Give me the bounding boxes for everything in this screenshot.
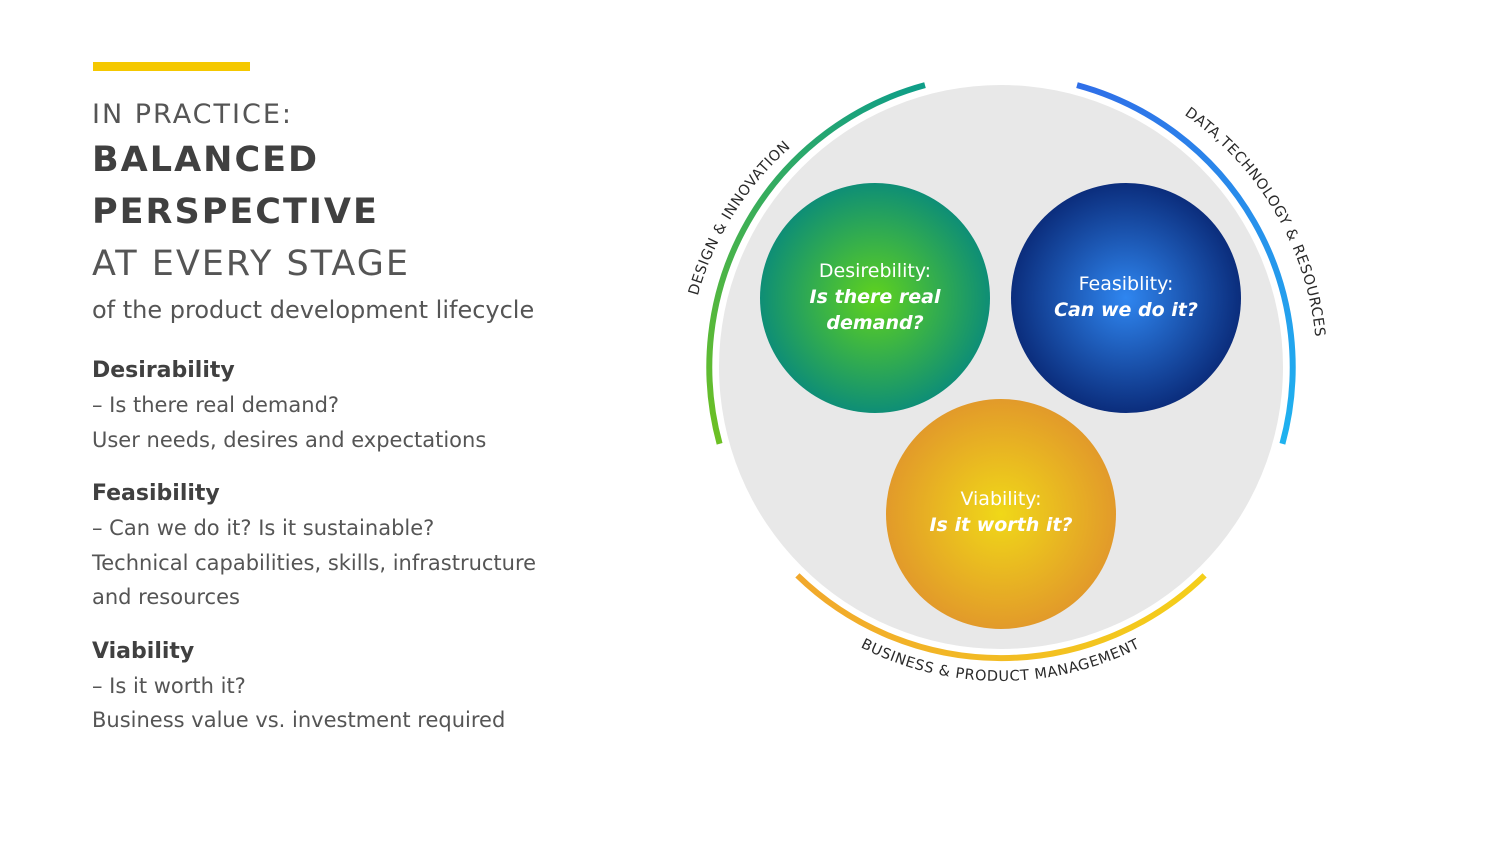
criterion-viability: Viability – Is it worth it? Business val… [92, 635, 612, 738]
criterion-line: – Is there real demand? [92, 393, 340, 417]
kicker: IN PRACTICE: [92, 99, 294, 130]
criteria-list: Desirability – Is there real demand? Use… [92, 354, 612, 758]
criterion-name: Feasibility [92, 481, 220, 506]
criterion-line: and resources [92, 585, 240, 609]
arc-design-innovation [706, 82, 926, 445]
criterion-line: – Can we do it? Is it sustainable? [92, 516, 435, 540]
balanced-perspective-diagram: DESIGN & INNOVATION DATA,TECHNOLOGY & RE… [686, 82, 1327, 685]
bubble-desirability [760, 183, 990, 413]
bubble-feasibility-question: Can we do it? [1054, 299, 1198, 321]
criterion-desirability: Desirability – Is there real demand? Use… [92, 354, 612, 457]
criterion-line: Business value vs. investment required [92, 708, 506, 732]
criterion-name: Viability [92, 638, 195, 664]
bubble-feasibility-title: Feasiblity: [1079, 273, 1174, 295]
bubble-desirability-title: Desirebility: [819, 260, 931, 282]
criterion-feasibility: Feasibility – Can we do it? Is it sustai… [92, 477, 612, 615]
heading-block: IN PRACTICE: BALANCED PERSPECTIVE AT EVE… [92, 96, 534, 330]
arc-data-technology [1076, 82, 1296, 445]
criterion-name: Desirability [92, 358, 235, 383]
bubble-viability-title: Viability: [960, 488, 1041, 510]
bubble-viability-question: Is it worth it? [929, 514, 1072, 536]
title-line-1: BALANCED [92, 140, 320, 180]
subtitle: of the product development lifecycle [92, 296, 535, 324]
criterion-line: – Is it worth it? [92, 673, 246, 698]
stage-line: AT EVERY STAGE [92, 244, 410, 284]
bubble-desirability-question-2: demand? [826, 312, 923, 334]
criterion-line: User needs, desires and expectations [92, 427, 487, 452]
bubble-desirability-question-1: Is there real [810, 286, 941, 308]
accent-bar [93, 62, 250, 71]
bubble-feasibility [1011, 183, 1241, 413]
title-line-2: PERSPECTIVE [92, 192, 379, 232]
bubble-viability [886, 399, 1116, 629]
criterion-line: Technical capabilities, skills, infrastr… [92, 550, 537, 575]
arc-business-management [795, 573, 1207, 662]
